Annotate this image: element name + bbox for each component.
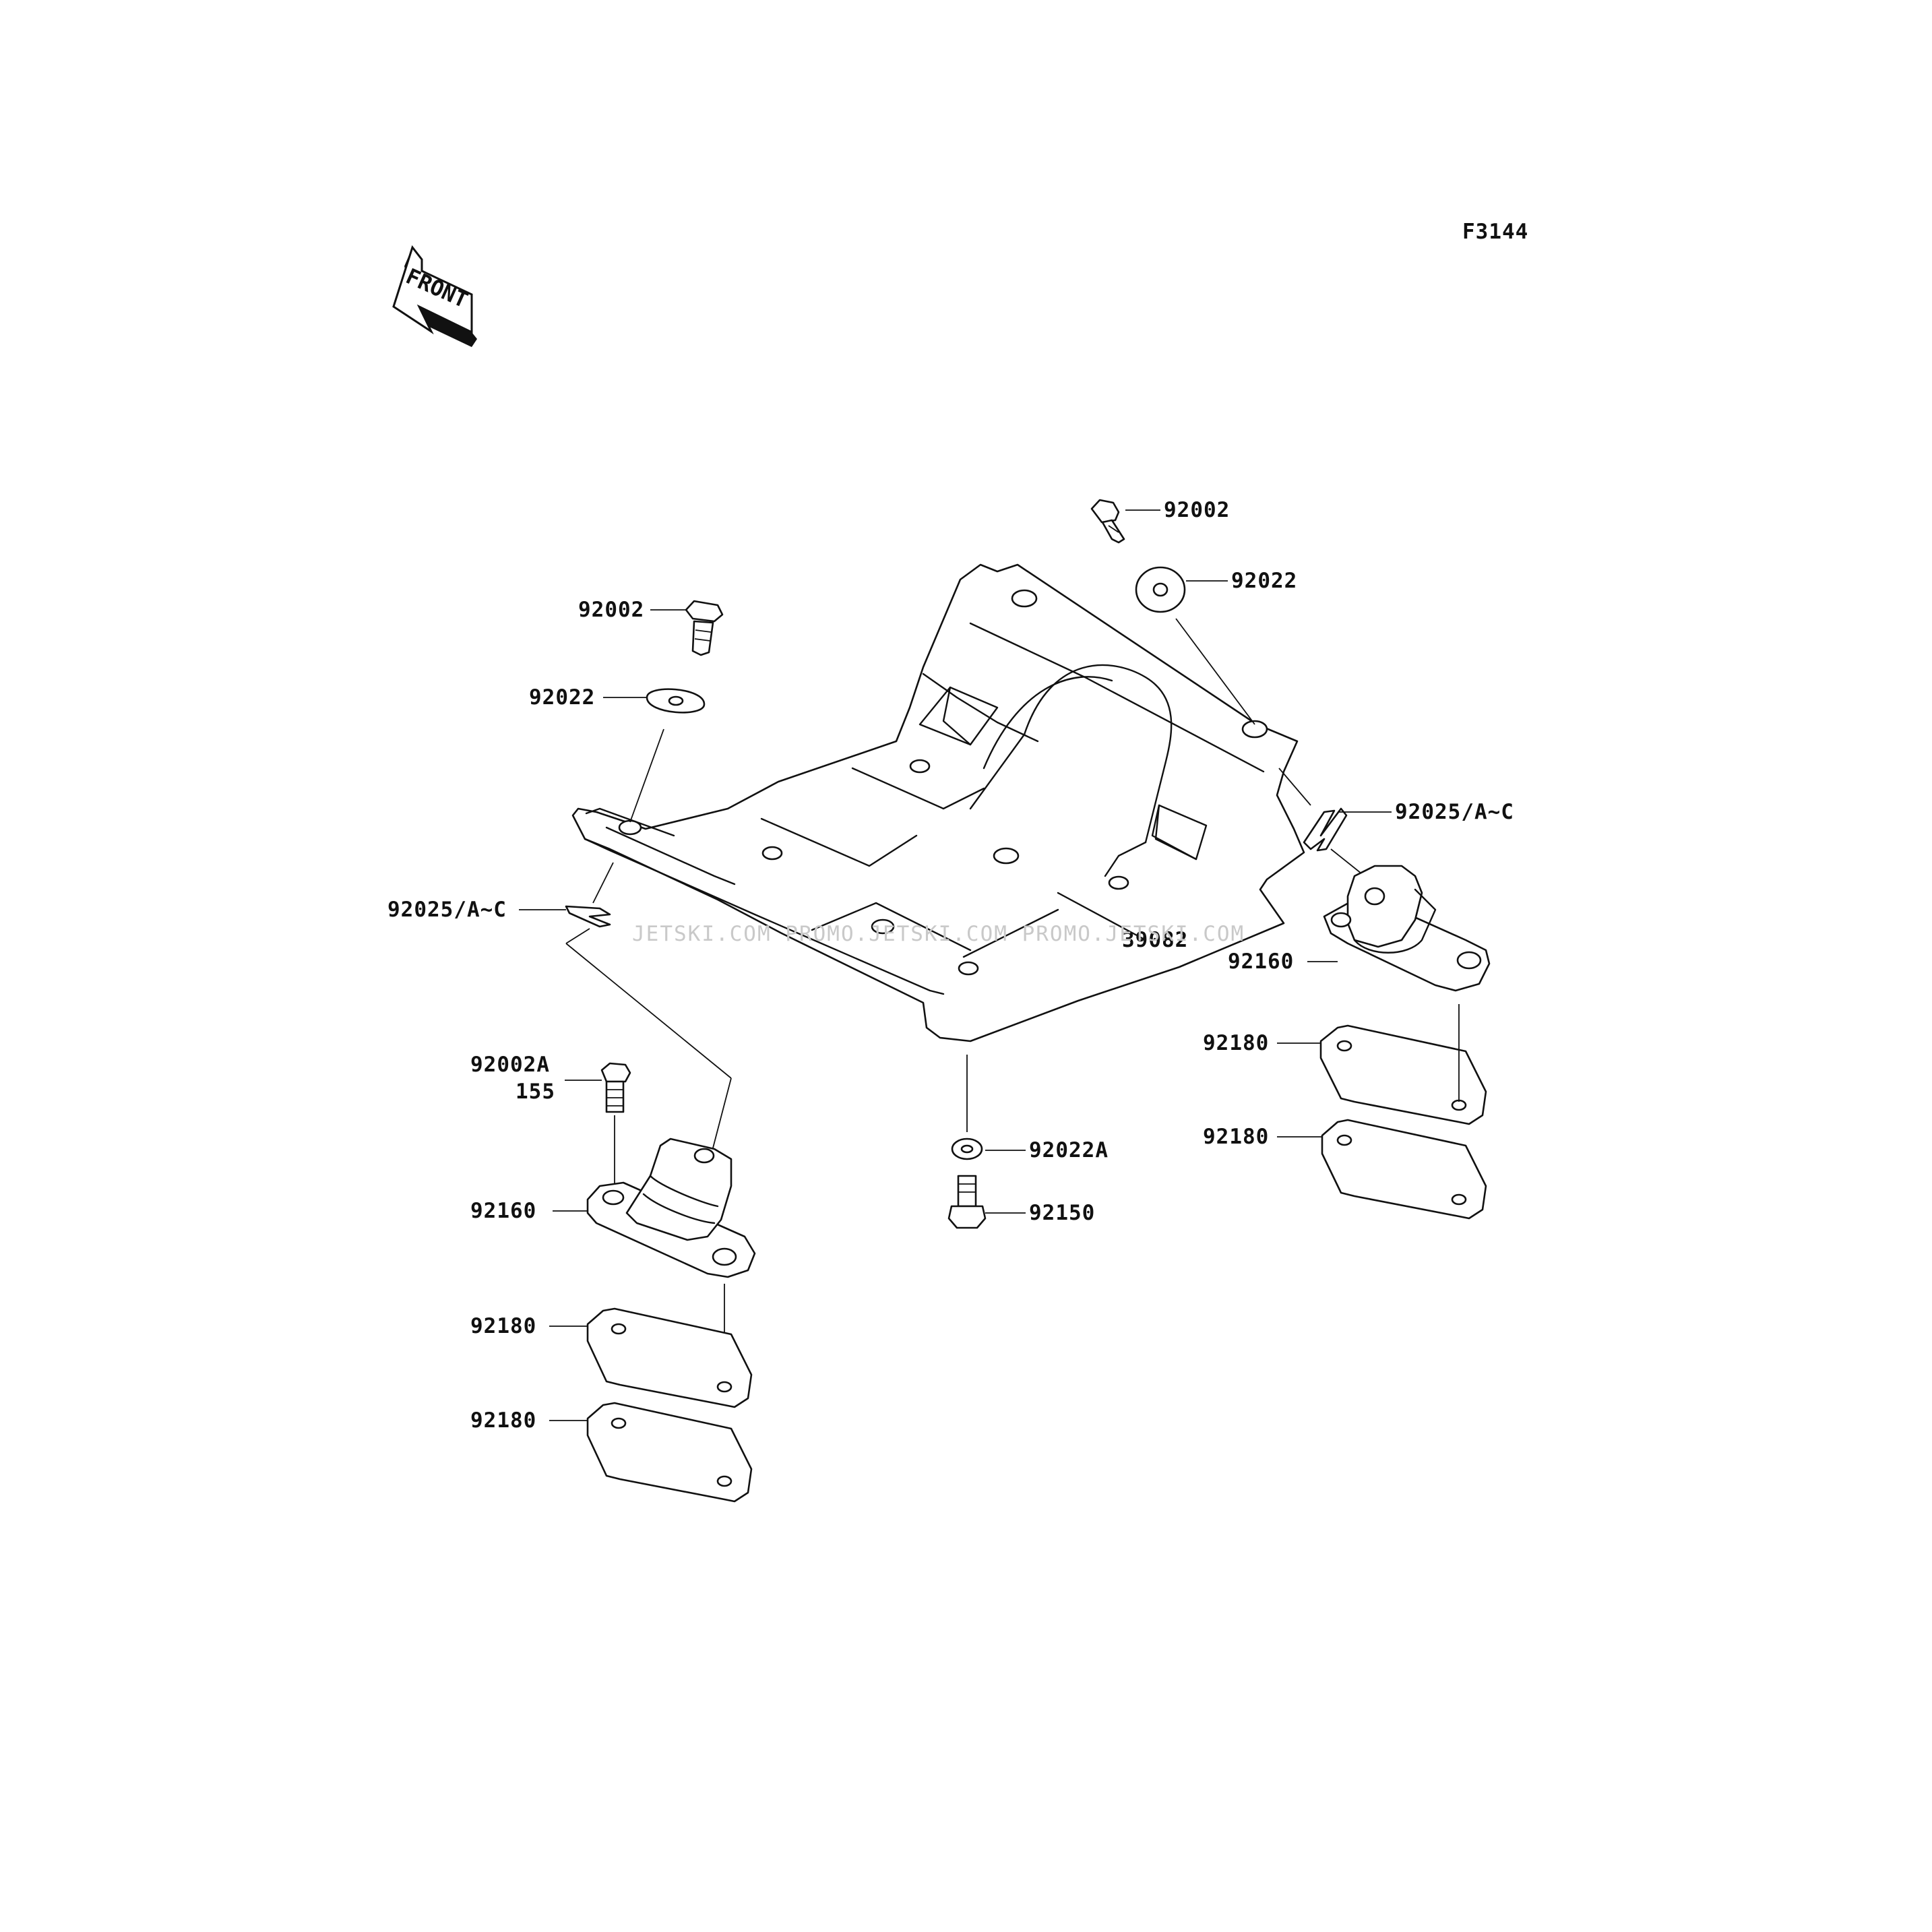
bolt-bottom xyxy=(947,1175,987,1229)
clip-left xyxy=(565,905,611,928)
watermark: JETSKI.COM PROMO.JETSKI.COM PROMO.JETSKI… xyxy=(632,922,1245,946)
figure-code: F3144 xyxy=(1462,220,1528,244)
label-bolt-bottom: 92150 xyxy=(1029,1201,1095,1225)
engine-mount-left xyxy=(586,1138,756,1278)
shim-right-1 xyxy=(1319,1024,1487,1125)
label-mount-right: 92160 xyxy=(1228,949,1294,974)
label-shim-left-1: 92180 xyxy=(470,1314,536,1338)
bolt-top-right xyxy=(1090,499,1125,544)
washer-top-right xyxy=(1135,566,1186,613)
label-washer-bottom: 92022A xyxy=(1029,1138,1109,1162)
shim-left-1 xyxy=(586,1307,753,1408)
label-washer-top-right: 92022 xyxy=(1231,569,1297,593)
label-bed-plate: 39082 xyxy=(1122,928,1188,952)
washer-top-left xyxy=(646,688,706,714)
bolt-top-left xyxy=(685,600,724,656)
label-mount-left: 92160 xyxy=(470,1199,536,1223)
shim-right-2 xyxy=(1321,1119,1487,1220)
label-bolt-mount-left-qty: 155 xyxy=(516,1080,555,1104)
label-clip-left: 92025/A~C xyxy=(387,898,507,922)
label-bolt-mount-left: 92002A xyxy=(470,1053,550,1077)
label-clip-right: 92025/A~C xyxy=(1395,800,1514,824)
label-shim-right-2: 92180 xyxy=(1203,1125,1269,1149)
engine-mount-right xyxy=(1323,865,1491,992)
label-shim-left-2: 92180 xyxy=(470,1408,536,1433)
washer-bottom xyxy=(951,1138,983,1160)
clip-right xyxy=(1303,807,1348,852)
bolt-mount-left xyxy=(600,1062,631,1113)
shim-left-2 xyxy=(586,1402,753,1503)
label-shim-right-1: 92180 xyxy=(1203,1031,1269,1055)
label-bolt-top-left: 92002 xyxy=(578,598,644,622)
engine-bed-plate xyxy=(571,563,1305,1042)
label-washer-top-left: 92022 xyxy=(529,685,595,710)
label-bolt-top-right: 92002 xyxy=(1164,498,1230,522)
front-arrow-icon: FRONT xyxy=(392,245,477,347)
